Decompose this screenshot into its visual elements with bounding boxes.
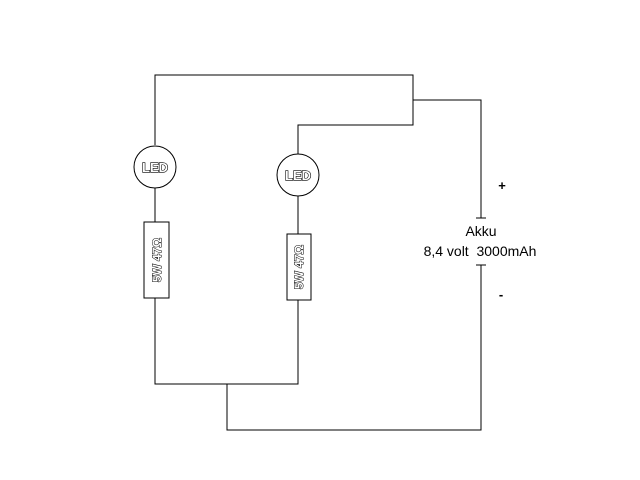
battery-symbol: + - Akku 8,4 volt 3000mAh [424,178,537,302]
resistor-1-body [143,221,170,299]
led-1-circle [133,145,177,189]
resistor-2: 5W 47Ω [286,233,312,301]
wire-battery-negative [226,265,482,431]
wires [154,74,482,431]
resistor-2-label: 5W 47Ω [292,244,306,289]
wire-battery-positive [413,99,482,218]
wire-bottom-branch [154,298,299,385]
battery-spec: 8,4 volt 3000mAh [424,243,537,259]
battery-positive-label: + [498,178,506,193]
led-1: LED [133,145,177,189]
wire-top-left [154,74,414,157]
led-1-label: LED [142,160,168,175]
battery-name: Akku [465,223,496,239]
battery-negative-label: - [499,287,503,302]
resistor-1: 5W 47Ω [143,221,170,299]
resistor-2-body [286,233,312,301]
led-2: LED [276,153,320,197]
resistor-1-label: 5W 47Ω [150,237,164,282]
led-2-label: LED [285,168,311,183]
led-2-circle [276,153,320,197]
